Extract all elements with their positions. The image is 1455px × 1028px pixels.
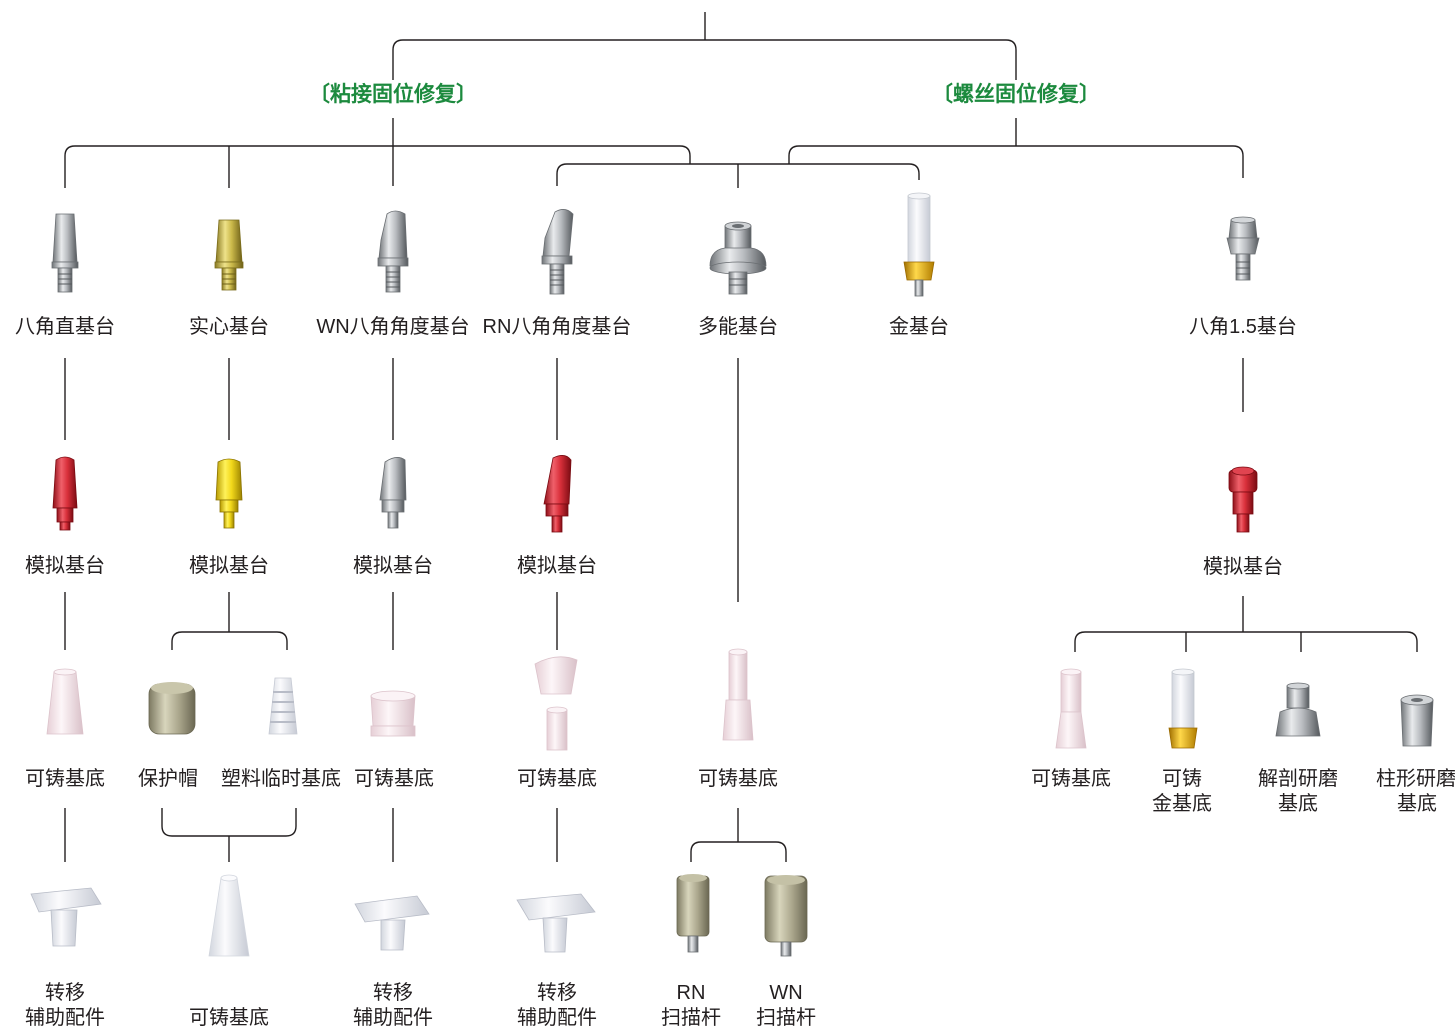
- label-kezhu: 可铸基底: [698, 767, 778, 790]
- castable-coping-icon: [1055, 668, 1087, 749]
- label-wn-scan-line2: 扫描杆: [756, 1006, 816, 1028]
- transfer-aid-icon: [354, 895, 430, 951]
- label-moni: 模拟基台: [25, 554, 105, 577]
- label-bajiao-zhi: 八角直基台: [15, 315, 115, 338]
- label-rn-scan-line1: RN: [677, 982, 706, 1004]
- category-cement-retained: 〔粘接固位修复〕: [309, 82, 477, 106]
- label-zhuanyi-line1: 转移: [45, 981, 85, 1004]
- label-bajiao-15: 八角1.5基台: [1189, 315, 1297, 338]
- label-zhuxing-line2: 基底: [1397, 792, 1437, 815]
- analog-yellow-icon: [215, 458, 243, 529]
- cement-bracket: [64, 145, 691, 188]
- transfer-aid-icon: [516, 893, 596, 953]
- label-jin: 金基台: [889, 315, 949, 338]
- label-zhuanyi-line2: 辅助配件: [25, 1006, 105, 1028]
- milling-base-icon: [1400, 694, 1434, 747]
- label-zhuxing-line1: 柱形研磨: [1376, 767, 1455, 790]
- label-shixin: 实心基台: [189, 315, 269, 338]
- root-bracket: [392, 39, 1017, 80]
- label-rn-scan-line2: 扫描杆: [661, 1006, 721, 1028]
- scan-body-icon: [764, 875, 808, 957]
- label-rn-jiaodu: RN八角角度基台: [483, 315, 632, 338]
- screw-bracket: [788, 145, 1244, 178]
- label-kezhu: 可铸基底: [517, 767, 597, 790]
- label-wn-jiaodu: WN八角角度基台: [316, 315, 469, 338]
- label-kezhu: 可铸基底: [354, 767, 434, 790]
- label-moni: 模拟基台: [189, 554, 269, 577]
- transfer-aid-icon: [30, 887, 102, 947]
- label-moni: 模拟基台: [517, 554, 597, 577]
- label-baohumao: 保护帽: [138, 767, 198, 790]
- col5-bracket: [690, 841, 787, 862]
- multi-base-abutment-icon: [709, 221, 767, 295]
- gold-abutment-icon: [903, 192, 935, 297]
- label-moni: 模拟基台: [1203, 555, 1283, 578]
- octagon-abutment-icon: [1226, 216, 1260, 281]
- label-zhuanyi-line2: 辅助配件: [353, 1006, 433, 1028]
- label-kezhu: 可铸基底: [189, 1006, 269, 1028]
- label-zhuanyi-line2: 辅助配件: [517, 1006, 597, 1028]
- label-kezhu-jin-line1: 可铸: [1162, 767, 1202, 790]
- label-kezhu: 可铸基底: [25, 767, 105, 790]
- label-suliao: 塑料临时基底: [221, 767, 341, 790]
- label-duoneng: 多能基台: [698, 315, 778, 338]
- label-kezhu-jin-line2: 金基底: [1152, 792, 1212, 815]
- abutment-gold-icon: [214, 219, 244, 291]
- category-screw-retained: 〔螺丝固位修复〕: [932, 82, 1100, 106]
- label-zhuanyi-line1: 转移: [537, 981, 577, 1004]
- gold-abutment-icon: [1168, 668, 1198, 749]
- castable-coping-icon: [722, 648, 754, 741]
- analog-red-icon: [543, 455, 572, 533]
- col2-merge-bracket: [161, 808, 297, 837]
- connector-lines: [64, 12, 1418, 862]
- scan-body-icon: [676, 874, 710, 953]
- milling-base-icon: [1275, 682, 1321, 737]
- castable-coping-icon: [46, 668, 84, 735]
- col7-bracket: [1074, 631, 1418, 652]
- analog-red-icon: [1228, 466, 1258, 533]
- col2-bracket: [171, 631, 288, 650]
- abutment-silver-icon: [51, 213, 79, 293]
- label-jiepou-line2: 基底: [1278, 792, 1318, 815]
- castable-coping-icon: [534, 656, 578, 751]
- label-zhuanyi-line1: 转移: [373, 981, 413, 1004]
- label-jiepou-line1: 解剖研磨: [1258, 767, 1338, 790]
- plastic-temporary-coping-icon: [268, 677, 298, 735]
- label-moni: 模拟基台: [353, 554, 433, 577]
- angled-abutment-silver-icon: [541, 209, 574, 295]
- label-wn-scan-line1: WN: [769, 982, 802, 1004]
- analog-silver-icon: [379, 457, 407, 529]
- protective-cap-icon: [148, 682, 196, 735]
- angled-abutment-silver-icon: [377, 210, 409, 293]
- castable-coping-icon: [370, 690, 416, 737]
- analog-red-icon: [52, 456, 78, 531]
- label-kezhu: 可铸基底: [1031, 767, 1111, 790]
- castable-coping-icon: [208, 874, 250, 957]
